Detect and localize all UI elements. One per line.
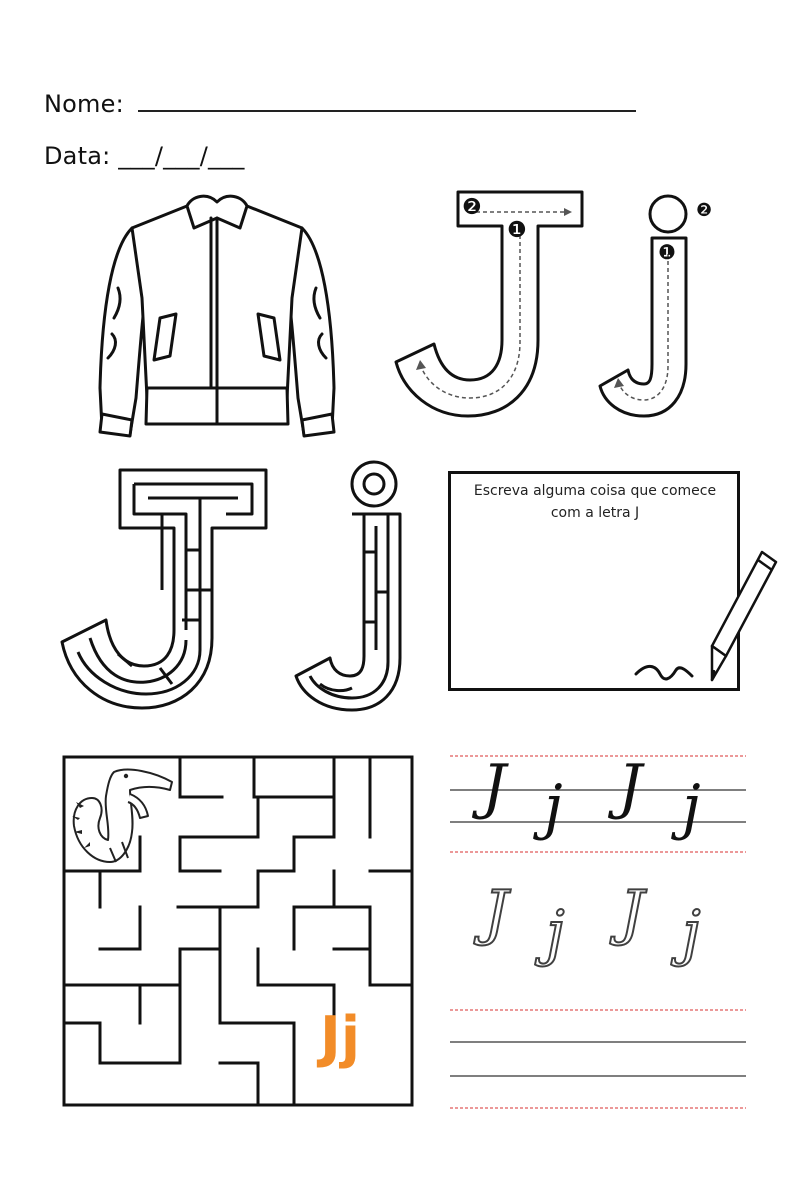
lowercase-step-2-marker: ❷ bbox=[696, 200, 713, 221]
writing-prompt-line-2: com a letra J bbox=[550, 505, 640, 521]
dotted-letter-3[interactable]: J bbox=[619, 877, 645, 949]
name-field[interactable]: Nome: bbox=[44, 88, 636, 118]
writing-box[interactable] bbox=[448, 471, 740, 691]
dotted-letter-4[interactable]: j bbox=[681, 897, 702, 969]
dotted-letter-1[interactable]: J bbox=[483, 877, 509, 949]
uppercase-j-tracing bbox=[394, 190, 584, 418]
date-field[interactable]: Data: ___/___/___ bbox=[44, 142, 245, 170]
pencil-icon bbox=[634, 550, 778, 682]
lowercase-j-tracing bbox=[598, 194, 688, 418]
name-underline[interactable] bbox=[137, 88, 636, 112]
date-label: Data: ___/___/___ bbox=[44, 142, 245, 170]
name-label: Nome: bbox=[44, 90, 124, 118]
model-letter-2: j bbox=[544, 772, 563, 842]
alligator-icon bbox=[72, 768, 173, 863]
maze-goal-jj: Jj bbox=[320, 1005, 361, 1070]
practice-writing-area[interactable] bbox=[450, 1008, 746, 1112]
model-letter-4: j bbox=[682, 772, 701, 842]
uppercase-step-1-marker: ❶ bbox=[507, 218, 527, 243]
dotted-letter-2[interactable]: j bbox=[545, 897, 566, 969]
lowercase-j-maze bbox=[294, 460, 402, 712]
writing-prompt-line-1: Escreva alguma coisa que comece bbox=[473, 483, 717, 499]
model-letter-1: J bbox=[482, 752, 507, 822]
writing-box-prompt: Escreva alguma coisa que comece com a le… bbox=[452, 480, 738, 524]
model-letter-3: J bbox=[618, 752, 643, 822]
jacket-icon bbox=[98, 194, 336, 438]
uppercase-step-2-marker: ❷ bbox=[462, 195, 482, 220]
uppercase-j-maze bbox=[60, 468, 268, 710]
lowercase-step-1-marker: ❶ bbox=[658, 240, 676, 264]
square-maze[interactable] bbox=[62, 755, 414, 1107]
handwriting-guides bbox=[450, 755, 746, 1109]
